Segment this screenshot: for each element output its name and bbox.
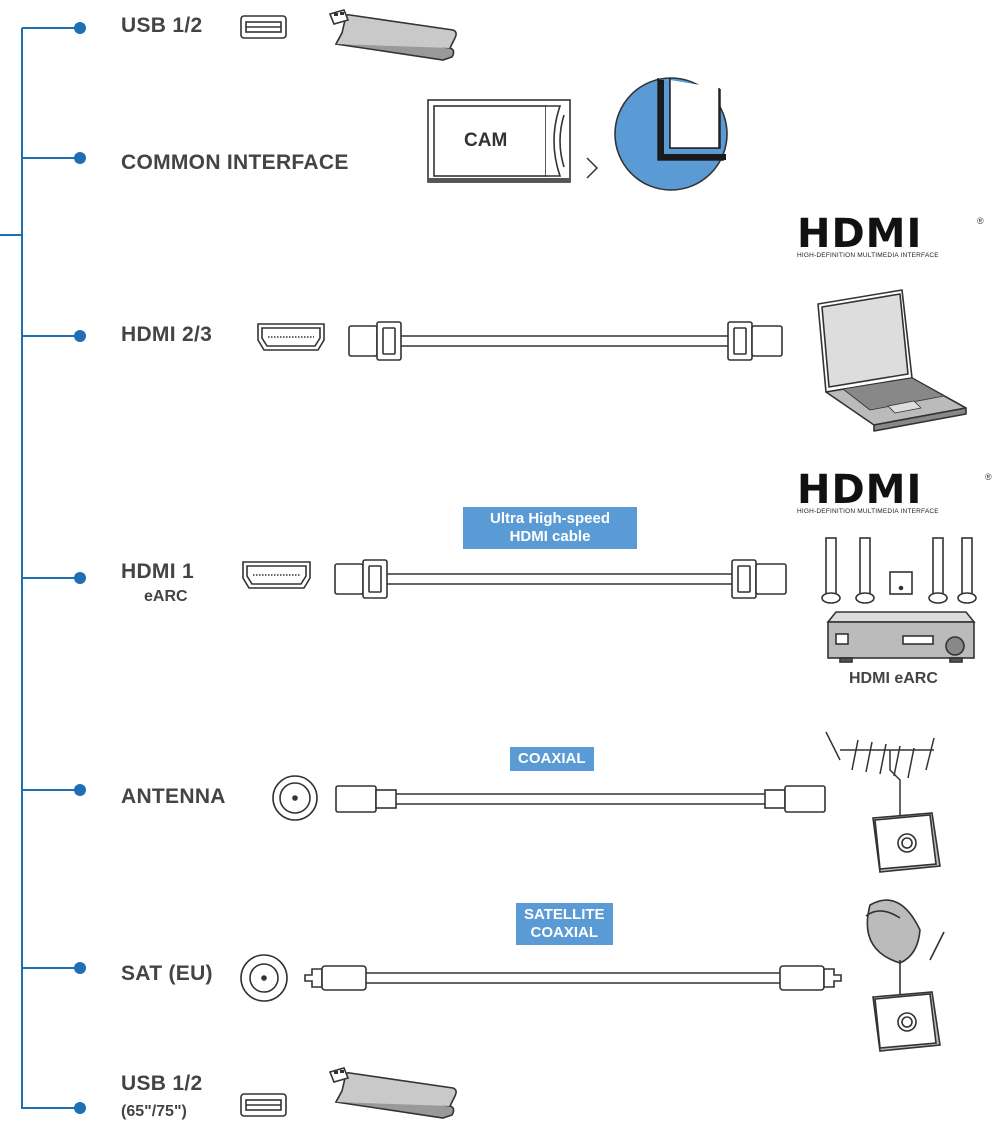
port-label-common-interface: COMMON INTERFACE	[121, 151, 349, 174]
hdmi-logo-reg-earc: ®	[985, 472, 992, 482]
hdmi-logo: HDMI ® HIGH-DEFINITION MULTIMEDIA INTERF…	[797, 211, 985, 259]
bus-lines	[0, 27, 75, 1109]
satellite-coaxial-tag: SATELLITE COAXIAL	[516, 903, 613, 945]
hdmi-logo-word-earc: HDMI	[797, 467, 923, 513]
hdmi-cable-tag-line2: HDMI cable	[509, 528, 591, 545]
port-label-sat: SAT (EU)	[121, 962, 213, 985]
hdmi-logo-word: HDMI	[797, 211, 923, 257]
sat-port-icon	[240, 954, 288, 1002]
hdmi-logo-tagline-earc: HIGH-DEFINITION MULTIMEDIA INTERFACE	[797, 508, 939, 515]
usb-port-icon-bottom	[240, 1093, 287, 1117]
satellite-cable-icon	[304, 965, 842, 991]
usb-port-icon	[240, 15, 287, 39]
satellite-dish-icon	[865, 899, 945, 1000]
usb-stick-icon-bottom	[328, 1067, 457, 1119]
tv-aerial-icon	[825, 731, 935, 820]
hdmi-logo-tagline: HIGH-DEFINITION MULTIMEDIA INTERFACE	[797, 252, 939, 259]
cam-card-icon	[427, 99, 571, 183]
port-label-antenna: ANTENNA	[121, 785, 226, 808]
port-label-hdmi-1: HDMI 1	[121, 560, 194, 583]
satellite-tag-line1: SATELLITE	[524, 906, 605, 923]
coaxial-cable-icon	[335, 785, 826, 813]
hdmi-logo-earc: HDMI ® HIGH-DEFINITION MULTIMEDIA INTERF…	[797, 467, 992, 515]
cam-label: CAM	[464, 130, 508, 151]
antenna-port-icon	[272, 775, 318, 821]
usb-stick-icon	[328, 9, 457, 61]
hdmi-cable-tag: Ultra High-speed HDMI cable	[463, 507, 637, 549]
hdmi-earc-device-caption: HDMI eARC	[849, 670, 938, 687]
satellite-tag-line2: COAXIAL	[530, 924, 599, 941]
receiver-icon	[826, 611, 976, 663]
wall-socket-icon	[872, 812, 941, 873]
port-sublabel-size: (65"/75")	[121, 1103, 187, 1120]
port-label-hdmi-2-3: HDMI 2/3	[121, 323, 213, 346]
chevron-right-icon	[586, 157, 599, 179]
hdmi-logo-reg: ®	[977, 216, 984, 226]
hdmi-cable-icon	[348, 321, 783, 361]
cam-slot-zoom-icon	[614, 77, 728, 191]
hdmi-earc-cable-icon	[334, 559, 787, 599]
wall-socket-icon-sat	[872, 991, 941, 1052]
coaxial-tag: COAXIAL	[510, 747, 594, 771]
speakers-icon	[821, 537, 977, 604]
port-label-usb-bottom: USB 1/2	[121, 1072, 203, 1095]
hdmi-cable-tag-line1: Ultra High-speed	[489, 510, 610, 527]
port-sublabel-earc: eARC	[144, 588, 188, 605]
hdmi-earc-port-icon	[242, 561, 311, 589]
port-label-usb: USB 1/2	[121, 14, 203, 37]
laptop-icon	[817, 289, 967, 432]
hdmi-port-icon	[257, 323, 325, 351]
bus-dots	[74, 22, 86, 1114]
